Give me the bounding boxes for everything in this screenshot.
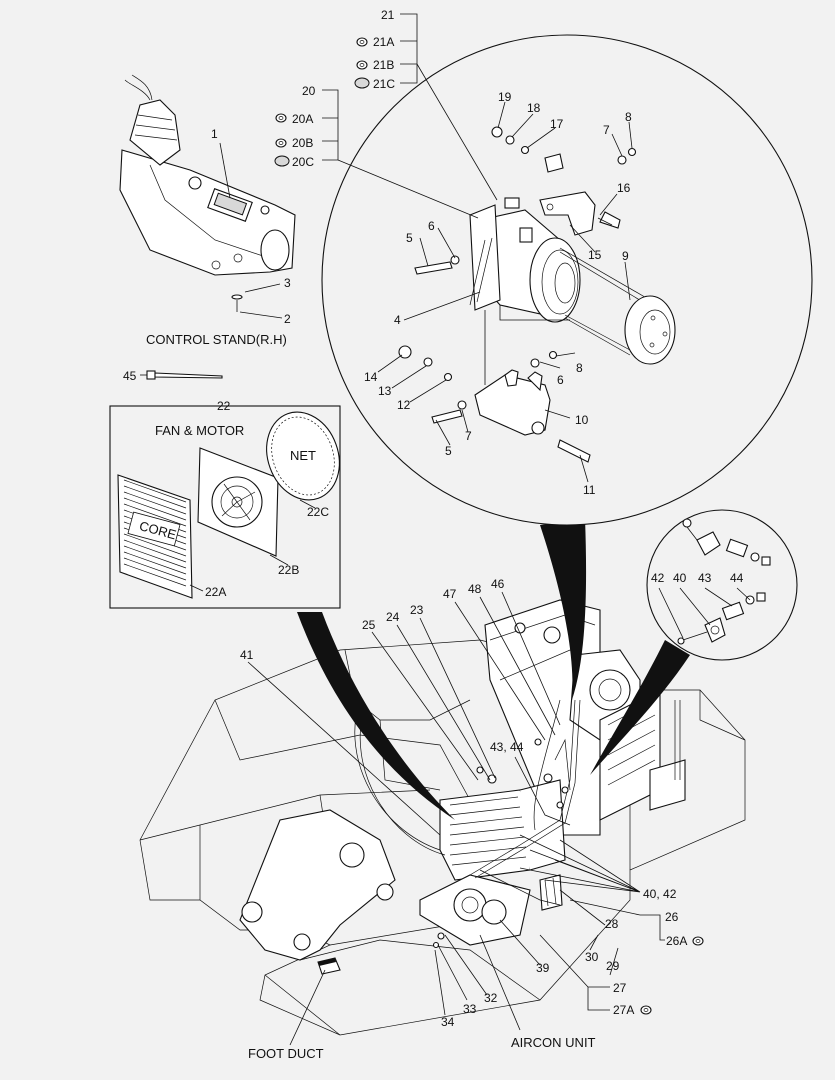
label-7a: 7: [603, 123, 610, 137]
label-20: 20: [302, 84, 316, 98]
fan-motor-parts: [117, 411, 340, 599]
label-33: 33: [463, 1002, 477, 1016]
label-8b: 8: [576, 361, 583, 375]
label-26a: 26A: [666, 934, 687, 948]
label-2: 2: [284, 312, 291, 326]
label-14: 14: [364, 370, 378, 384]
label-7b: 7: [465, 429, 472, 443]
label-29: 29: [606, 959, 620, 973]
upper-bracket: [491, 126, 637, 236]
label-20c: 20C: [292, 155, 314, 169]
label-25: 25: [362, 618, 376, 632]
compressor: [469, 197, 581, 323]
cable-tie: [140, 370, 223, 380]
caption-foot-duct: FOOT DUCT: [248, 1046, 324, 1061]
part-labels: 21 21A 21B 21C 20 20A 20B 20C 19 18 17 7…: [123, 8, 744, 1061]
label-15: 15: [588, 248, 602, 262]
label-46: 46: [491, 577, 505, 591]
label-27a: 27A: [613, 1003, 634, 1017]
label-1: 1: [211, 127, 218, 141]
label-26: 26: [665, 910, 679, 924]
label-34: 34: [441, 1015, 455, 1029]
label-27: 27: [613, 981, 627, 995]
label-21: 21: [381, 8, 395, 22]
label-21a: 21A: [373, 35, 394, 49]
control-stand: [119, 74, 296, 319]
label-28: 28: [605, 917, 619, 931]
label-8a: 8: [625, 110, 632, 124]
label-21b: 21B: [373, 58, 394, 72]
label-18: 18: [527, 101, 541, 115]
label-10: 10: [575, 413, 589, 427]
aircon-unit: [419, 699, 581, 949]
label-45: 45: [123, 369, 137, 383]
label-30: 30: [585, 950, 599, 964]
washer-icons: [274, 37, 704, 1015]
label-32: 32: [484, 991, 498, 1005]
clamp-parts: [658, 518, 771, 645]
label-3: 3: [284, 276, 291, 290]
label-47: 47: [443, 587, 457, 601]
label-23: 23: [410, 603, 424, 617]
label-24: 24: [386, 610, 400, 624]
belt-pulley: [559, 247, 676, 365]
label-43-44: 43, 44: [490, 740, 524, 754]
label-44: 44: [730, 571, 744, 585]
callout-wedge-fan: [297, 612, 455, 820]
label-11: 11: [583, 483, 596, 497]
clamp-detail-circle: [646, 509, 798, 661]
label-22c: 22C: [307, 505, 329, 519]
hoses: [354, 699, 571, 856]
caption-fan-motor: FAN & MOTOR: [155, 423, 244, 438]
condenser-unit: [439, 766, 566, 881]
lower-leaders: [247, 591, 665, 1046]
callout-wedge-clamp: [590, 640, 690, 775]
caption-aircon-unit: AIRCON UNIT: [511, 1035, 596, 1050]
lower-bracket: [398, 255, 591, 463]
label-41: 41: [240, 648, 254, 662]
label-21c: 21C: [373, 77, 395, 91]
label-40-42: 40, 42: [643, 887, 677, 901]
label-6a: 6: [428, 219, 435, 233]
caption-control-stand: CONTROL STAND(R.H): [146, 332, 287, 347]
label-4: 4: [394, 313, 401, 327]
label-39: 39: [536, 961, 550, 975]
label-48: 48: [468, 582, 482, 596]
label-43: 43: [698, 571, 712, 585]
label-42: 42: [651, 571, 665, 585]
bracket-lines: [205, 13, 498, 407]
label-6b: 6: [557, 373, 564, 387]
label-22b: 22B: [278, 563, 299, 577]
label-22a: 22A: [205, 585, 226, 599]
label-20a: 20A: [292, 112, 313, 126]
engine-assembly: [484, 599, 686, 836]
label-20b: 20B: [292, 136, 313, 150]
label-9: 9: [622, 249, 629, 263]
label-16: 16: [617, 181, 631, 195]
label-19: 19: [498, 90, 512, 104]
label-40: 40: [673, 571, 687, 585]
label-5b: 5: [445, 444, 452, 458]
label-17: 17: [550, 117, 564, 131]
label-12: 12: [397, 398, 411, 412]
compressor-leaders: [377, 101, 633, 483]
label-5a: 5: [406, 231, 413, 245]
label-22: 22: [217, 399, 231, 413]
caption-net: NET: [290, 448, 316, 463]
foot-duct: [317, 957, 341, 975]
callout-wedge-compressor: [540, 518, 587, 700]
label-13: 13: [378, 384, 392, 398]
